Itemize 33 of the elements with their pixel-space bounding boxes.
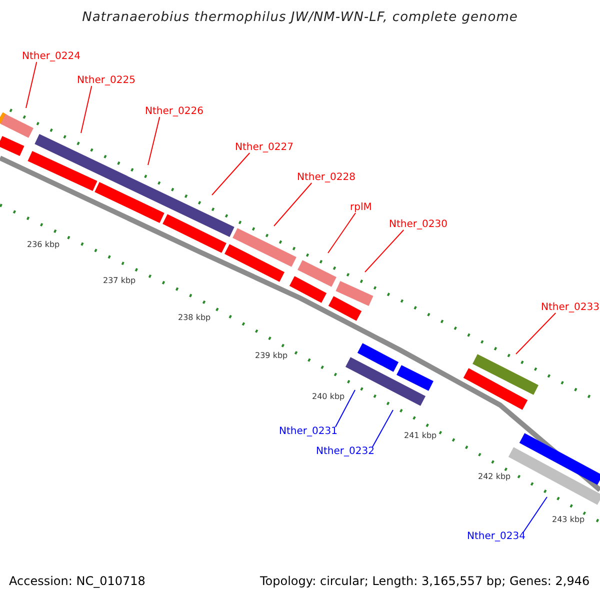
leader-line [522,496,548,532]
gene-label: Nther_0234 [467,532,526,542]
scale-label: 238 kbp [178,314,211,322]
gene-label: Nther_0230 [389,220,448,230]
leader-line [26,62,38,108]
leader-line [80,86,92,134]
scale-label: 241 kbp [404,432,437,440]
title: Natranaerobius thermophilus JW/NM-WN-LF, complete genome [81,11,519,24]
gene-label: Nther_0225 [77,76,136,86]
scale-label: 242 kbp [478,473,511,481]
scale-label: 236 kbp [27,241,60,249]
gene-label: Nther_0232 [316,447,374,457]
scale-label: 237 kbp [103,277,136,285]
leader-line [148,116,160,166]
footer-text: Topology: circular; Length: 3,165,557 bp; Genes: 2,946 [260,575,590,587]
scale-label: 240 kbp [312,393,345,401]
gene-label: Nther_0227 [235,143,294,153]
leader-line [328,212,356,254]
leader-line [372,410,394,448]
leader-line [516,312,556,354]
gene-label: Nther_0233 [541,303,600,313]
footer-text: Accession: NC_010718 [9,575,146,587]
leader-line [334,390,356,428]
leader-line [364,230,404,272]
gene-label: Nther_0228 [297,173,356,183]
scale-label: 243 kbp [552,516,585,524]
gene-label: Nther_0226 [145,107,204,117]
leader-line [212,152,250,196]
gene-label: Nther_0224 [22,52,80,62]
gene-label: rplM [350,203,372,213]
leader-line [274,182,312,226]
scale-label: 239 kbp [255,352,288,360]
gene-label: Nther_0231 [279,427,338,437]
